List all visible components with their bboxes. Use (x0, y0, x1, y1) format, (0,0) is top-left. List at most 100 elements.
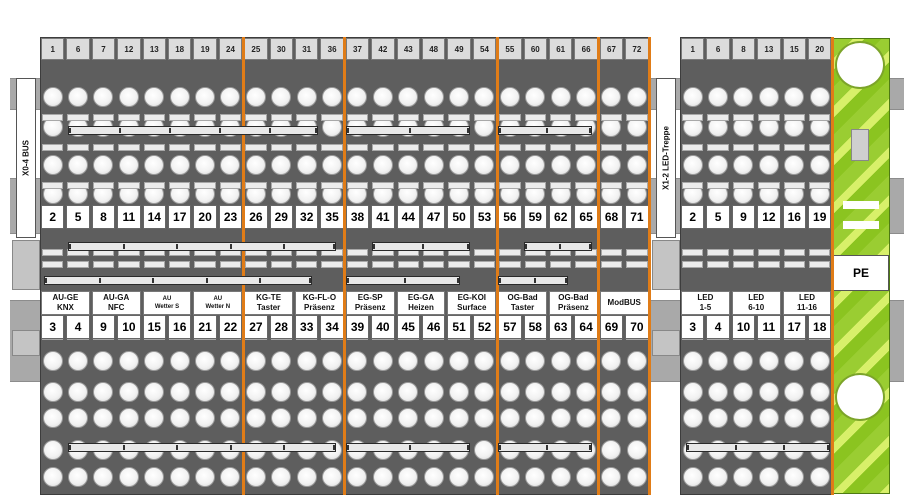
terminal-screw (525, 351, 546, 371)
terminal-screw (321, 467, 342, 487)
terminal-slot (118, 261, 140, 268)
terminal-number: 3 (681, 315, 705, 339)
terminal-screw (550, 467, 571, 487)
terminal-screw (707, 382, 728, 402)
terminal-screw (575, 467, 596, 487)
terminal-screw (682, 467, 703, 487)
terminal-slot (809, 249, 831, 256)
terminal-screw (758, 155, 779, 175)
terminal-screw (784, 351, 805, 371)
pe-screw-top (835, 41, 885, 89)
terminal-label: 30 (269, 38, 293, 60)
group-label: KG-FL-O Präsenz (295, 291, 344, 315)
terminal-number: 2 (41, 205, 65, 229)
terminal-screw (733, 467, 754, 487)
terminal-slot (600, 261, 623, 268)
bridge-tooth (546, 445, 548, 450)
terminal-screw (550, 155, 571, 175)
terminal-number: 53 (472, 205, 497, 229)
terminal-slot (499, 114, 521, 121)
terminal-slot (296, 261, 318, 268)
terminal-slot (321, 261, 343, 268)
terminal-slot (372, 144, 394, 151)
terminal-slot (169, 182, 191, 189)
terminal-slot (270, 114, 292, 121)
terminal-screw (93, 351, 114, 371)
terminal-label: 6 (66, 38, 90, 60)
terminal-screw (194, 155, 215, 175)
terminal-slot (626, 144, 648, 151)
terminal-screw (321, 408, 342, 428)
terminal-screw (144, 382, 165, 402)
terminal-slot (143, 182, 165, 189)
bridge-tooth (565, 278, 567, 283)
terminal-slot (626, 249, 648, 256)
terminal-label: 43 (396, 38, 420, 60)
terminal-slot (346, 249, 369, 256)
terminal-slot (42, 249, 64, 256)
terminal-screw (169, 382, 190, 402)
terminal-screw (423, 382, 444, 402)
bridge-tooth (69, 445, 71, 450)
terminal-slot (92, 182, 115, 189)
terminal-label: 15 (782, 38, 806, 60)
terminal-number: 2 (681, 205, 705, 229)
terminal-slot (524, 114, 546, 121)
terminal-screw (296, 382, 317, 402)
terminal-screw (67, 351, 88, 371)
terminal-number: 11 (117, 205, 141, 229)
bridge-tooth (229, 244, 232, 249)
terminal-screw (321, 351, 342, 371)
terminal-screw (733, 351, 754, 371)
terminal-label: 25 (244, 38, 268, 60)
terminal-screw (525, 382, 546, 402)
group-separator (648, 37, 652, 495)
terminal-screw (474, 351, 495, 371)
terminal-screw (682, 155, 703, 175)
bridge-tooth (205, 278, 208, 283)
terminal-label: 49 (447, 38, 471, 60)
terminal-screw (784, 87, 805, 107)
terminal-screw (67, 87, 88, 107)
terminal-slot (169, 261, 191, 268)
terminal-slot (67, 114, 89, 121)
terminal-screw (626, 351, 647, 371)
terminal-slot (118, 144, 140, 151)
terminal-number: 46 (422, 315, 446, 339)
terminal-slot (423, 261, 445, 268)
terminal-screw (448, 467, 469, 487)
jumper-bridge (68, 242, 336, 251)
terminal-screw (118, 155, 139, 175)
terminal-screw (626, 155, 647, 175)
terminal-slot (732, 182, 755, 189)
terminal-screw (169, 408, 190, 428)
terminal-slot (682, 144, 704, 151)
terminal-screw (474, 408, 495, 428)
terminal-slot (473, 182, 496, 189)
terminal-screw (372, 351, 393, 371)
terminal-screw (220, 467, 241, 487)
terminal-number: 40 (371, 315, 395, 339)
terminal-slot (758, 261, 780, 268)
terminal-screw (169, 467, 190, 487)
terminal-number: 32 (295, 205, 319, 229)
terminal-slot (67, 144, 89, 151)
bridge-tooth (589, 244, 591, 249)
terminal-screw (626, 382, 647, 402)
terminal-slot (758, 182, 780, 189)
terminal-number: 62 (549, 205, 573, 229)
bridge-tooth (176, 445, 179, 450)
terminal-slot (397, 261, 419, 268)
terminal-slot (707, 114, 729, 121)
terminal-screw (398, 408, 419, 428)
terminal-screw (347, 155, 368, 175)
terminal-screw (809, 155, 830, 175)
terminal-number: 35 (320, 205, 344, 229)
terminal-number: 4 (66, 315, 90, 339)
terminal-screw (144, 155, 165, 175)
terminal-label: 60 (523, 38, 547, 60)
bridge-tooth (499, 128, 501, 133)
terminal-label: 24 (218, 38, 243, 60)
terminal-label: 55 (498, 38, 522, 60)
terminal-slot (448, 144, 470, 151)
